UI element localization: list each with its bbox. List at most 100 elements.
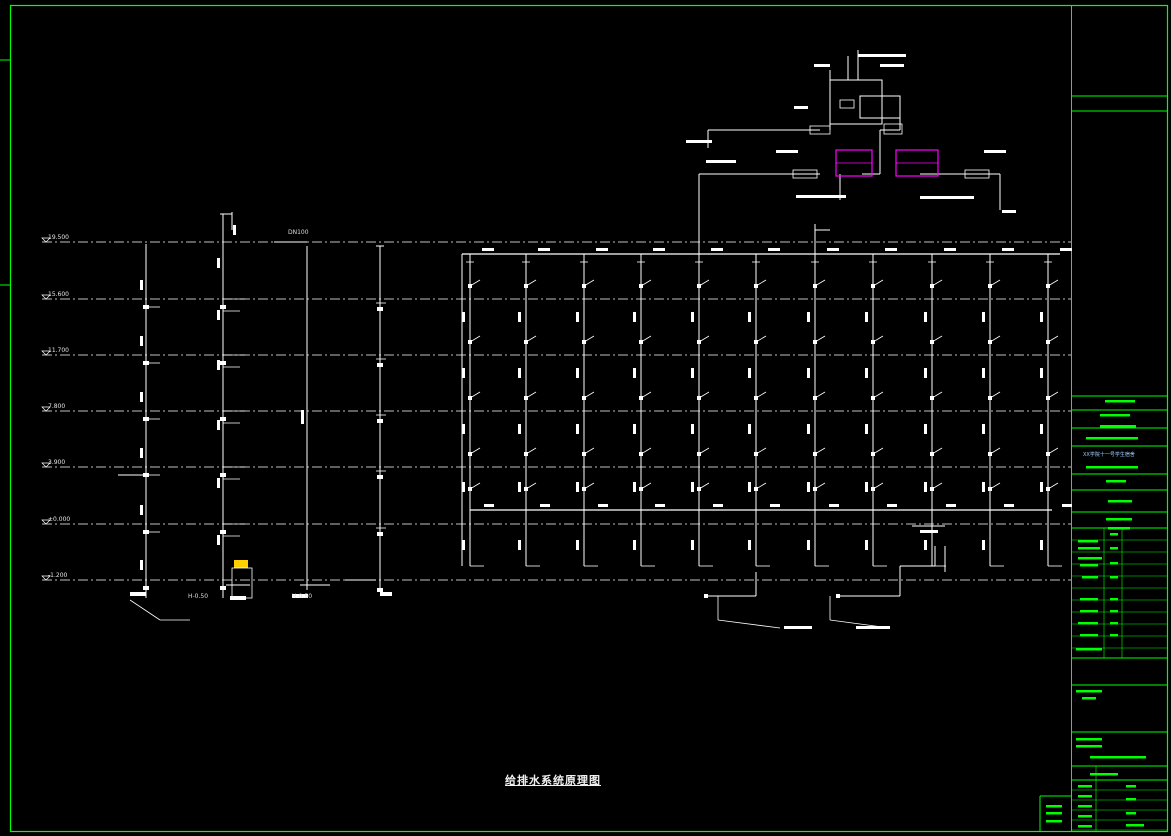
- dn-label-vertical: [982, 540, 985, 550]
- dn-label: [944, 248, 956, 251]
- valve: [988, 487, 992, 491]
- outer-frame: [9, 4, 1169, 833]
- dn-label: [482, 248, 494, 251]
- dn-label-vertical: [462, 482, 465, 492]
- label-mark: [1002, 210, 1016, 213]
- valve: [813, 452, 817, 456]
- title-block-text-mark: [1086, 466, 1138, 469]
- valve: [754, 340, 758, 344]
- valve: [988, 340, 992, 344]
- title-block-text-mark: [1080, 598, 1098, 601]
- valve: [377, 363, 383, 367]
- title-block-text-mark: [1110, 610, 1118, 613]
- title-block-text-mark: [1078, 540, 1098, 543]
- label-mark: [880, 64, 904, 67]
- dn-label-vertical: [576, 482, 579, 492]
- title-block-text-mark: [1078, 825, 1092, 828]
- title-block-text-mark: [1076, 648, 1102, 651]
- valve: [524, 340, 528, 344]
- elevation-marker: [41, 350, 51, 356]
- dn-label-vertical: [217, 310, 220, 320]
- drawing-title: 给排水系统原理图: [505, 774, 601, 787]
- title-block-text-mark: [1078, 805, 1092, 808]
- dn-label-vertical: [301, 410, 304, 424]
- pump: [964, 169, 990, 179]
- valve: [377, 532, 383, 536]
- dn-label: [1060, 248, 1072, 251]
- dn-label-vertical: [691, 312, 694, 322]
- dn-label-vertical: [217, 360, 220, 370]
- valve: [143, 473, 149, 477]
- valve: [639, 396, 643, 400]
- title-block-text-mark: [1100, 425, 1136, 428]
- fitting: [883, 123, 903, 135]
- dn-label-vertical: [576, 540, 579, 550]
- dn-label-vertical: [691, 482, 694, 492]
- label-mark: [706, 160, 736, 163]
- dn-label-vertical: [217, 420, 220, 430]
- ground-elev-label-2: H-0.50: [292, 593, 313, 600]
- valve: [143, 417, 149, 421]
- dn-label-vertical: [924, 368, 927, 378]
- dn-label-vertical: [924, 540, 927, 550]
- level-label-5: ±0.000: [48, 516, 71, 523]
- label-mark: [984, 150, 1006, 153]
- valve: [468, 284, 472, 288]
- valve: [220, 417, 226, 421]
- valve: [697, 396, 701, 400]
- dn-label-vertical: [217, 478, 220, 488]
- valve: [468, 396, 472, 400]
- title-block-text-mark: [1110, 576, 1118, 579]
- dn-label-vertical: [217, 258, 220, 268]
- title-block-text-mark: [1076, 745, 1102, 748]
- title-block-text-mark: [1078, 795, 1092, 798]
- label-mark: [814, 64, 830, 67]
- valve: [582, 340, 586, 344]
- dn-label-vertical: [865, 424, 868, 434]
- valve: [639, 340, 643, 344]
- valve: [1046, 452, 1050, 456]
- dn-label-vertical: [691, 424, 694, 434]
- valve: [143, 361, 149, 365]
- valve: [813, 396, 817, 400]
- water-tank: [829, 79, 883, 125]
- dn-label-vertical: [807, 312, 810, 322]
- dn-label-vertical: [518, 312, 521, 322]
- elevation-marker: [41, 519, 51, 525]
- dn-label-vertical: [140, 392, 143, 402]
- dn-label: [827, 248, 839, 251]
- valve: [697, 452, 701, 456]
- valve: [582, 487, 586, 491]
- dn-label-vertical: [1040, 540, 1043, 550]
- fitting: [839, 99, 855, 109]
- title-block-text-mark: [1078, 785, 1092, 788]
- valve: [220, 361, 226, 365]
- valve: [697, 284, 701, 288]
- title-block-text-mark: [1110, 533, 1118, 536]
- title-block-frame: [1071, 5, 1168, 832]
- dn-label: [598, 504, 608, 507]
- valve: [524, 487, 528, 491]
- dn-label-vertical: [748, 368, 751, 378]
- dn-label-vertical: [748, 482, 751, 492]
- dn-label: [1002, 248, 1014, 251]
- dn-label-vertical: [807, 424, 810, 434]
- dn100-label: DN100: [288, 229, 309, 236]
- valve: [468, 487, 472, 491]
- valve: [813, 340, 817, 344]
- elevation-marker: [41, 406, 51, 412]
- dn-label-vertical: [865, 312, 868, 322]
- valve: [377, 588, 383, 592]
- level-label-1: 15.600: [48, 291, 69, 298]
- dn-label-vertical: [140, 336, 143, 346]
- valve: [754, 452, 758, 456]
- dn-label-vertical: [748, 312, 751, 322]
- dn-label-vertical: [518, 368, 521, 378]
- title-block-text-mark: [1100, 414, 1130, 417]
- base-fitting: [380, 592, 392, 596]
- dn-label-vertical: [1040, 482, 1043, 492]
- base-fitting: [292, 594, 308, 598]
- valve: [697, 487, 701, 491]
